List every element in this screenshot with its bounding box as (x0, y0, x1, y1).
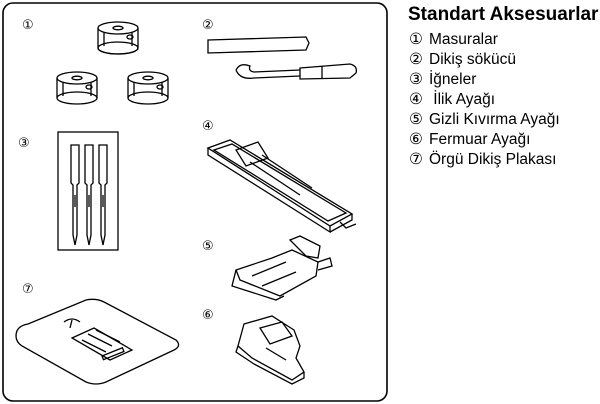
marker-1: ① (22, 18, 34, 33)
marker-5: ⑤ (202, 239, 214, 254)
section-title: Standart Aksesuarlar (408, 4, 599, 25)
item-number: ③ (409, 71, 423, 88)
list-item: ① Masuralar (408, 30, 560, 50)
item-number: ⑤ (409, 111, 423, 128)
marker-3: ③ (18, 136, 30, 151)
zipper-foot-icon (235, 315, 305, 385)
buttonhole-foot-icon (206, 139, 357, 234)
item-label: Dikiş sökücü (429, 51, 516, 68)
marker-6: ⑥ (202, 308, 214, 323)
item-label: İğneler (429, 71, 477, 88)
list-item: ② Dikiş sökücü (408, 50, 560, 70)
needle-icon (57, 131, 119, 251)
item-number: ④ (409, 91, 423, 108)
blind-hem-foot-icon (231, 235, 333, 301)
illustration-frame (2, 2, 388, 402)
item-label: Gizli Kıvırma Ayağı (429, 111, 560, 128)
item-label: Masuralar (429, 31, 498, 48)
list-item: ⑥ Fermuar Ayağı (408, 130, 560, 150)
marker-7: ⑦ (22, 282, 34, 297)
marker-2: ② (202, 18, 214, 33)
item-label: İlik Ayağı (429, 91, 496, 108)
item-number: ⑦ (409, 151, 423, 168)
item-number: ⑥ (409, 131, 423, 148)
accessory-list: ① Masuralar ② Dikiş sökücü ③ İğneler ④ İlik… (408, 30, 560, 170)
item-label: Örgü Dikiş Plakası (429, 151, 557, 168)
list-item: ⑦ Örgü Dikiş Plakası (408, 150, 560, 170)
seam-ripper-icon (207, 36, 358, 80)
item-label: Fermuar Ayağı (429, 131, 531, 148)
item-number: ① (409, 31, 423, 48)
list-item: ⑤ Gizli Kıvırma Ayağı (408, 110, 560, 130)
item-number: ② (409, 51, 423, 68)
list-item: ④ İlik Ayağı (408, 90, 560, 110)
bobbin-icon (56, 21, 169, 105)
darning-plate-icon (15, 298, 180, 385)
list-item: ③ İğneler (408, 70, 560, 90)
marker-4: ④ (202, 119, 214, 134)
accessories-illustration: ① ② ③ ④ ⑤ ⑥ ⑦ (2, 2, 388, 402)
